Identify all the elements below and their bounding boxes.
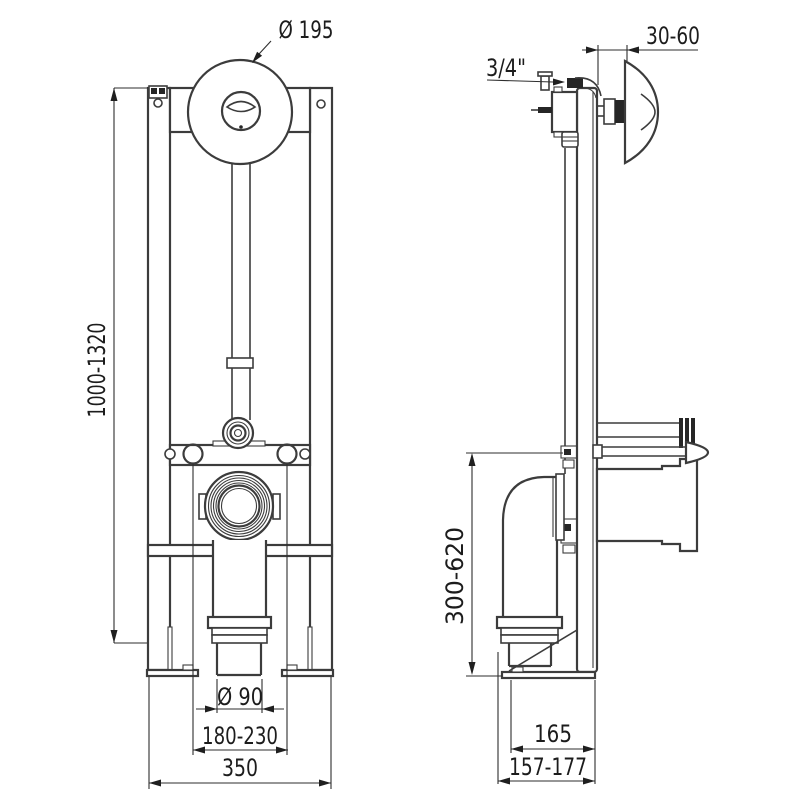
fixing-rods — [592, 418, 710, 465]
left-rail — [146, 86, 172, 672]
actuator — [597, 59, 660, 165]
front-view: 1000-1320 Ø 195 Ø 90 180-230 — [83, 16, 335, 789]
front-dimensions: 1000-1320 Ø 195 Ø 90 180-230 — [83, 16, 334, 789]
dim-label-frame-depth: 157-177 — [509, 753, 587, 781]
dim-label-wall-offset: 30-60 — [646, 22, 700, 50]
right-rail — [308, 86, 334, 672]
arrowhead — [468, 453, 476, 466]
dim-label-base-depth: 165 — [534, 720, 572, 748]
pan-connector — [595, 457, 699, 553]
flush-button-pivot — [239, 125, 243, 129]
dome-button — [640, 93, 656, 131]
pipe-clamp — [562, 459, 575, 469]
rod-thread — [685, 418, 689, 448]
feet — [145, 626, 335, 678]
valve-stem — [538, 107, 552, 113]
gusset-strut — [508, 629, 578, 672]
dim-label-frame-width: 350 — [222, 754, 258, 782]
elbow-collar — [555, 473, 565, 541]
arrowhead — [468, 662, 476, 675]
foot-plate-right — [280, 668, 335, 678]
outlet-elbow — [495, 475, 564, 668]
foot-bolt-left — [182, 664, 194, 671]
foot-insert-left — [167, 626, 173, 671]
arrowhead — [110, 88, 118, 101]
arrowhead — [205, 705, 217, 713]
arrowhead — [193, 746, 205, 754]
bar-lug-right — [299, 448, 311, 460]
rod-thread — [691, 418, 695, 448]
side-view: 3/4" 30-60 300-620 165 — [441, 22, 710, 785]
side-dimensions: 3/4" 30-60 300-620 165 — [441, 22, 700, 785]
valve-body — [550, 90, 579, 134]
dim-label-water-inlet: 3/4" — [486, 54, 526, 82]
arrowhead — [553, 78, 565, 86]
rail-hole — [316, 99, 326, 109]
inlet-stub — [540, 75, 550, 91]
flush-button-rocker — [225, 100, 257, 113]
leader-line — [486, 79, 554, 83]
foot-bolt-right — [286, 664, 298, 671]
elbow-coupling — [495, 615, 564, 630]
flush-pipe — [226, 132, 254, 420]
stop-valve-bracket — [148, 85, 168, 108]
dim-label-height: 1000-1320 — [83, 323, 111, 418]
outlet-socket — [198, 470, 281, 542]
arrowhead — [252, 51, 263, 63]
rod-cap-nut — [684, 440, 710, 465]
arrowhead — [511, 745, 523, 753]
arrowhead — [149, 779, 161, 787]
leader-line — [258, 40, 272, 55]
outlet-pipe — [206, 540, 273, 677]
dim-label-outlet-diameter: Ø 90 — [217, 683, 263, 711]
pan-fixing-hole-left — [182, 443, 204, 465]
arrowhead — [583, 745, 595, 753]
flush-plate-dome — [623, 59, 660, 165]
arrowhead — [583, 777, 595, 785]
arrowhead — [262, 705, 274, 713]
flush-plate — [186, 58, 294, 166]
dim-label-fixing-spacing: 180-230 — [202, 722, 278, 750]
arrowhead — [110, 630, 118, 643]
base-plate — [500, 670, 597, 680]
dim-label-outlet-height: 300-620 — [441, 527, 469, 625]
side-rail — [575, 86, 599, 674]
pan-fixing-hole-right — [276, 443, 298, 465]
flush-valve — [531, 71, 602, 148]
bar-lug-left — [164, 448, 176, 460]
pipe-coupling — [206, 615, 273, 630]
pipe-collar — [226, 357, 254, 369]
inlet-fitting — [567, 78, 583, 88]
arrowhead — [627, 46, 639, 54]
inlet-valve-knob — [221, 416, 255, 450]
pipe-nut — [561, 131, 579, 148]
arrowhead — [276, 746, 288, 754]
foot-plate-left — [145, 668, 200, 678]
arrowhead — [586, 46, 598, 54]
rod-thread — [679, 418, 683, 448]
foot-insert-right — [307, 626, 313, 671]
arrowhead — [498, 777, 510, 785]
dim-label-plate-diameter: Ø 195 — [279, 16, 334, 44]
arrowhead — [319, 779, 331, 787]
